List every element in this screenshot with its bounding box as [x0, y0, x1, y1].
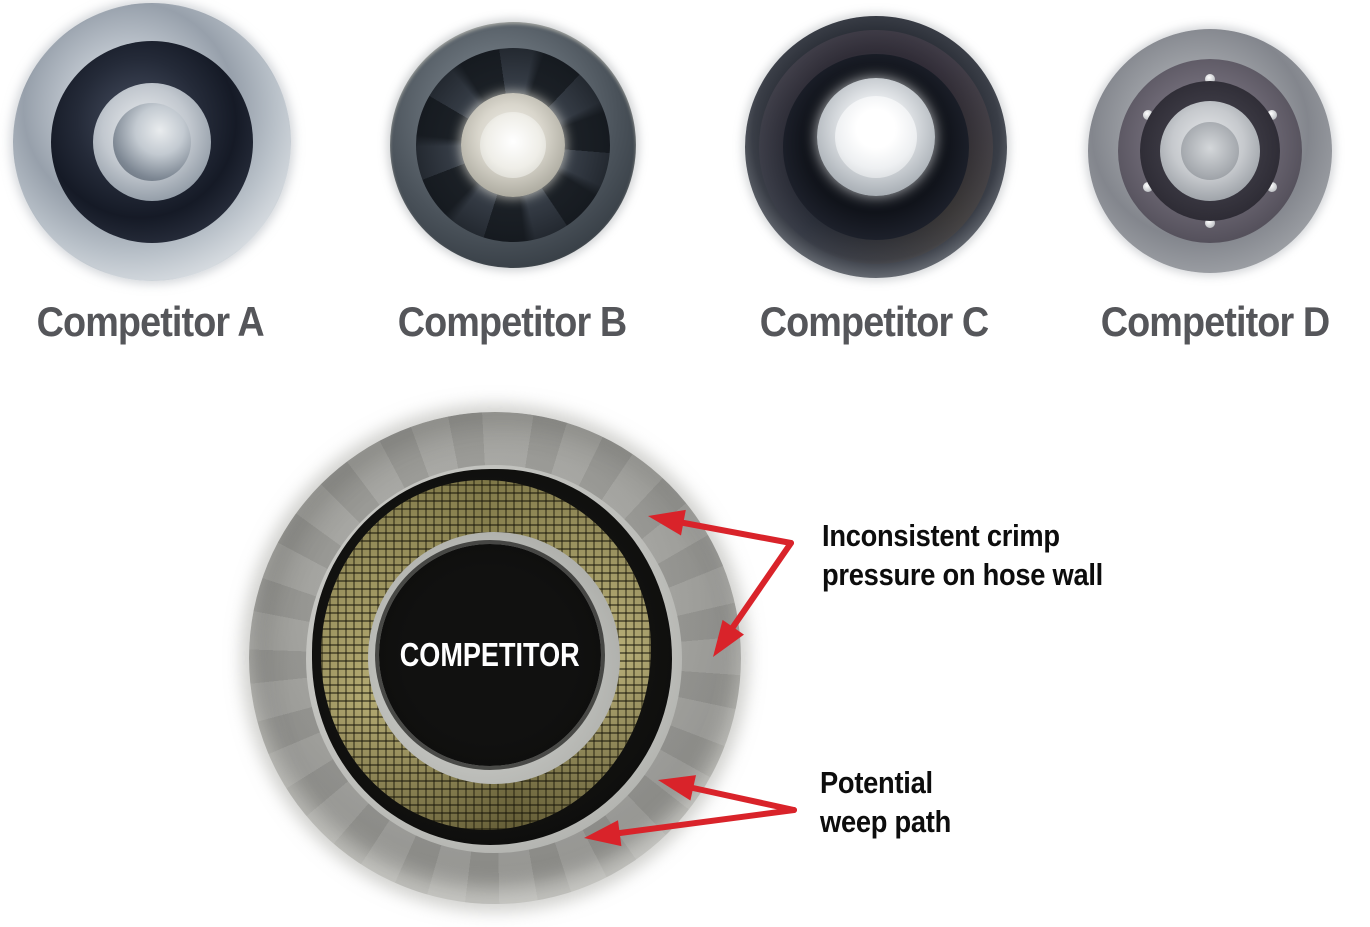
- center-label: COMPETITOR: [400, 636, 580, 673]
- competitor-a-label: Competitor A: [0, 301, 330, 343]
- dimple-dot: [1205, 74, 1215, 84]
- dimple-dot: [1143, 182, 1153, 192]
- annotation-line: Inconsistent crimp: [822, 516, 1141, 555]
- bore-hole: [835, 96, 917, 178]
- bore-hole: [480, 112, 546, 178]
- annotation-line: Potential: [820, 763, 969, 802]
- annotation-text: pressure on hose wall: [822, 557, 1103, 592]
- competitor-d-fitting-photo: [1088, 29, 1332, 273]
- competitor-c-label: Competitor C: [694, 301, 1054, 343]
- competitor-b-label-text: Competitor B: [397, 298, 627, 345]
- competitor-c-fitting-photo: [745, 16, 1007, 278]
- competitor-a-fitting-photo: [13, 3, 291, 281]
- dimple-dot: [1267, 110, 1277, 120]
- dimple-dot: [1143, 110, 1153, 120]
- competitor-b-label: Competitor B: [332, 301, 692, 343]
- dimple-dot: [1205, 218, 1215, 228]
- annotation-line: pressure on hose wall: [822, 555, 1141, 594]
- annotation-inconsistent-crimp: Inconsistent crimp pressure on hose wall: [822, 516, 1141, 594]
- annotation-text: Inconsistent crimp: [822, 518, 1060, 553]
- annotation-text: weep path: [820, 804, 952, 839]
- weep-arrow-upper-line: [690, 785, 797, 813]
- dimple-dot: [1267, 182, 1277, 192]
- crimp-arrow-lower-line: [730, 540, 794, 630]
- competitor-d-label: Competitor D: [1035, 301, 1370, 343]
- competitor-b-fitting-photo: [390, 22, 636, 268]
- bore-hole: [113, 103, 191, 181]
- bore-hole: [1181, 122, 1239, 180]
- annotation-line: weep path: [820, 802, 969, 841]
- cross-section-hose-bore: COMPETITOR: [379, 544, 601, 766]
- competitor-c-label-text: Competitor C: [759, 298, 989, 345]
- competitor-d-label-text: Competitor D: [1100, 298, 1331, 345]
- annotation-weep-path: Potential weep path: [820, 763, 969, 841]
- competitor-a-label-text: Competitor A: [36, 298, 264, 345]
- annotation-text: Potential: [820, 765, 933, 800]
